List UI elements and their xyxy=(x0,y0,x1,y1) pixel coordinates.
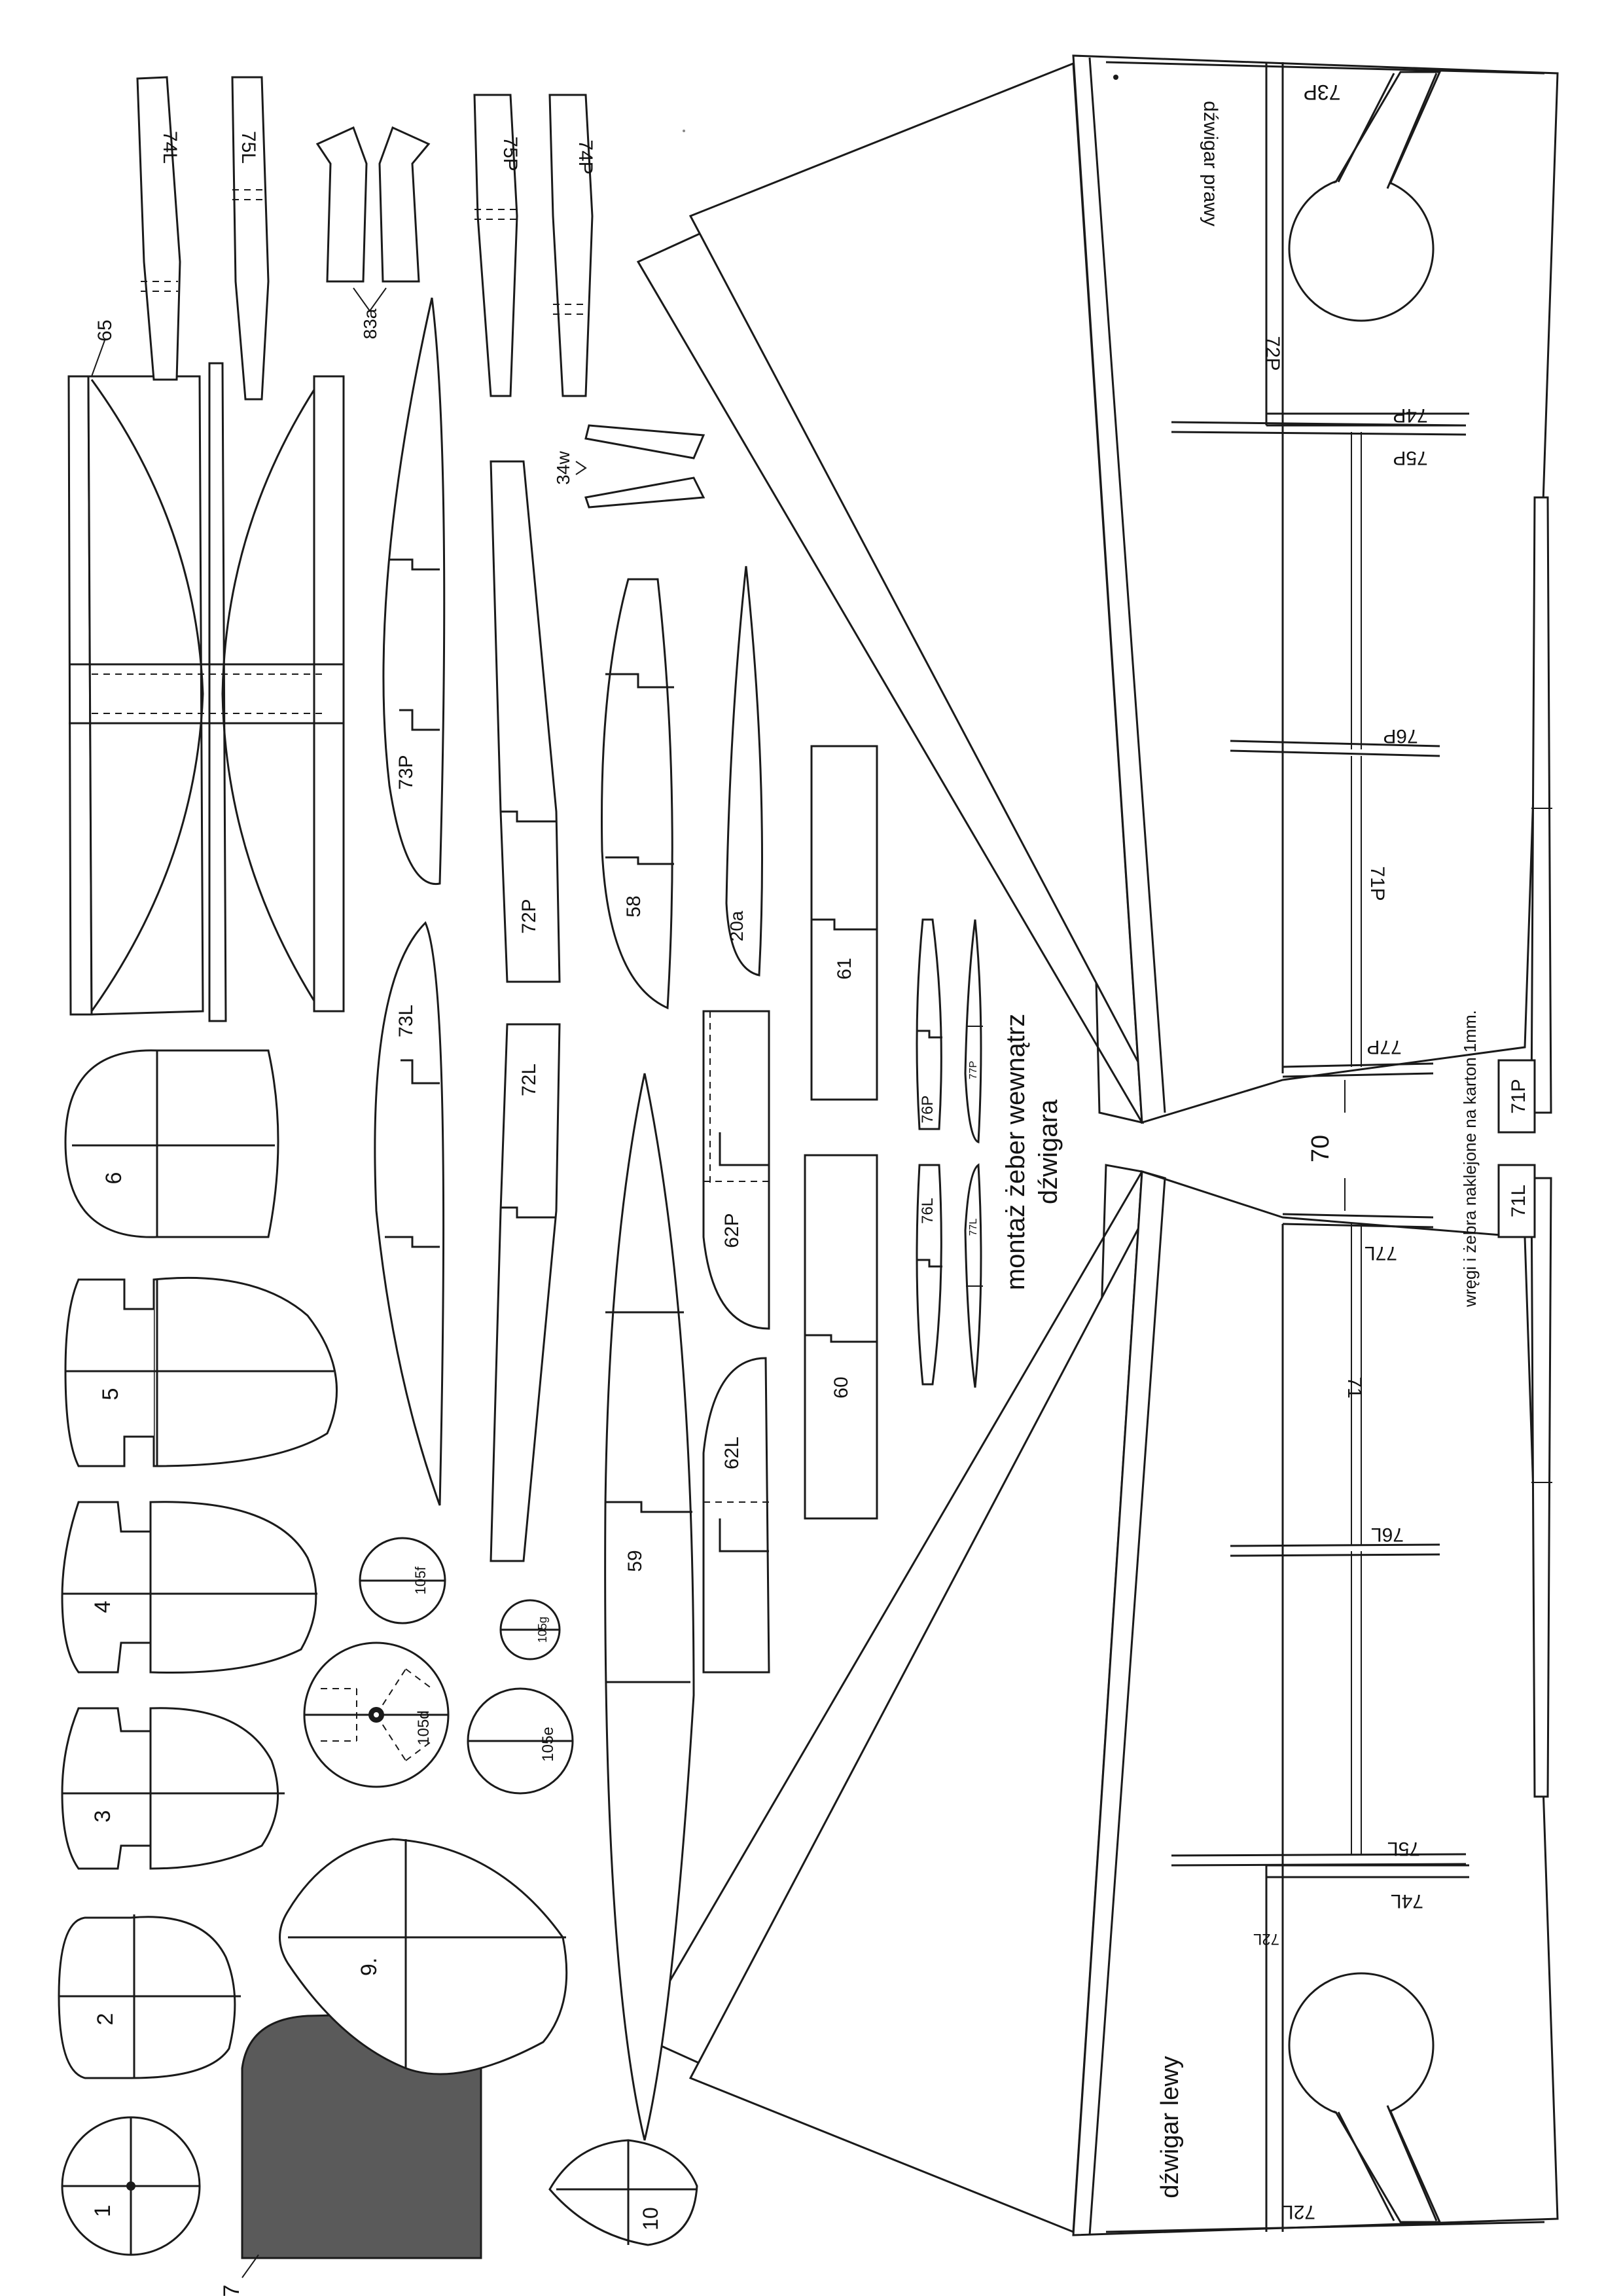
part-75P xyxy=(473,94,518,397)
part-label-71L: 71L xyxy=(1508,1185,1529,1217)
part-label-105d: 105d xyxy=(415,1710,433,1745)
part-59 xyxy=(604,1073,695,2141)
part-label-76P: 76P xyxy=(919,1096,936,1124)
frame-label-10: 10 xyxy=(639,2207,662,2231)
part-73P xyxy=(382,297,446,886)
part-20a xyxy=(725,565,763,977)
rib-label-71P-right: 71P xyxy=(1366,866,1388,901)
part-label-83a: 83a xyxy=(360,308,380,339)
part-73L xyxy=(374,921,445,1506)
frame-6 xyxy=(64,1049,279,1238)
part-label-77P: 77P xyxy=(968,1061,979,1079)
assembly-note-line1: montaż żeber wewnątrz xyxy=(1001,1014,1030,1290)
part-label-72P: 72P xyxy=(518,899,540,933)
disc-105f xyxy=(359,1537,446,1624)
part-61 xyxy=(810,745,878,1101)
frame-label-3: 3 xyxy=(90,1810,115,1823)
frame-1 xyxy=(61,2116,201,2256)
rib-label-76L-left: 76L xyxy=(1371,1524,1404,1545)
part-76P xyxy=(916,918,942,1130)
frame-10 xyxy=(548,2139,698,2246)
part-label-75P: 75P xyxy=(499,136,521,171)
disc-105g xyxy=(499,1599,561,1660)
rib-label-72L-left: 72L xyxy=(1283,2201,1315,2223)
disc-105e xyxy=(467,1687,574,1795)
part-label-105f: 105f xyxy=(412,1566,429,1595)
part-75L xyxy=(231,76,270,401)
rib-label-77L-left: 77L xyxy=(1364,1242,1397,1264)
part-label-71P: 71P xyxy=(1508,1079,1529,1113)
part-label-72L: 72L xyxy=(518,1064,540,1096)
left-spar-label: dźwigar lewy xyxy=(1156,2056,1184,2198)
frame-label-2: 2 xyxy=(93,2013,118,2026)
part-label-60: 60 xyxy=(830,1376,852,1398)
rib-label-75P-right: 75P xyxy=(1393,447,1427,469)
frame-2 xyxy=(58,1914,241,2079)
part-74L xyxy=(136,76,181,381)
disc-105d xyxy=(303,1641,450,1788)
part-label-62P: 62P xyxy=(721,1213,743,1247)
assembly-note-line2: dźwigara xyxy=(1034,1099,1063,1204)
frame-label-6: 6 xyxy=(101,1172,126,1185)
part-62L xyxy=(702,1357,770,1674)
rib-label-73P-right: 73P xyxy=(1304,81,1341,104)
part-label-73P: 73P xyxy=(395,755,417,789)
rib-label-76P-right: 76P xyxy=(1383,725,1418,747)
part-62P xyxy=(702,1010,770,1330)
part-label-105e: 105e xyxy=(539,1727,557,1761)
frame-label-7: 7 xyxy=(219,2285,244,2296)
part-58 xyxy=(601,578,674,1010)
part-76L xyxy=(916,1164,942,1386)
frame-4 xyxy=(61,1501,317,1674)
rib-label-71-left: 71 xyxy=(1344,1376,1365,1398)
part-label-105g: 105g xyxy=(536,1617,549,1643)
part-label-58: 58 xyxy=(623,895,645,917)
part-label-20a: 20a xyxy=(726,910,747,941)
part-label-77L: 77L xyxy=(968,1219,979,1236)
frame-label-4: 4 xyxy=(90,1601,115,1613)
part-34w xyxy=(575,424,705,509)
part-77L xyxy=(964,1163,983,1388)
part-label-75L: 75L xyxy=(238,131,259,164)
part-label-74L: 74L xyxy=(159,131,181,164)
frame-9 xyxy=(279,1838,568,2075)
rib-label-74L-left: 74L xyxy=(1391,1890,1423,1912)
part-label-59: 59 xyxy=(624,1550,646,1571)
part-65 xyxy=(67,340,345,1022)
frame-label-9: 9. xyxy=(357,1958,382,1976)
part-74P xyxy=(548,94,594,397)
left-wing-panel xyxy=(636,1164,1559,2236)
part-label-74P: 74P xyxy=(575,139,596,174)
part-label-76L: 76L xyxy=(919,1198,936,1224)
cardboard-note: wręgi i żebra naklejone na karton 1mm. xyxy=(1460,1010,1480,1308)
part-label-70: 70 xyxy=(1307,1135,1334,1162)
part-60 xyxy=(804,1154,878,1520)
rib-label-72L-left-top: 72L xyxy=(1253,1930,1279,1948)
right-wing-panel xyxy=(636,54,1559,1124)
part-label-65: 65 xyxy=(94,319,116,341)
rib-label-75L-left: 75L xyxy=(1387,1838,1420,1859)
rib-label-77P-right: 77P xyxy=(1366,1036,1401,1058)
part-72P xyxy=(490,460,561,983)
strip-71P xyxy=(1497,496,1552,1134)
frame-label-5: 5 xyxy=(98,1388,123,1401)
part-83a xyxy=(315,126,431,312)
frame-5 xyxy=(64,1276,338,1467)
frame-label-1: 1 xyxy=(90,2205,115,2217)
strip-71L xyxy=(1497,1164,1552,1798)
part-label-73L: 73L xyxy=(395,1005,417,1037)
rib-label-72P-right: 72P xyxy=(1262,336,1283,370)
part-77P xyxy=(964,919,983,1144)
part-label-62L: 62L xyxy=(721,1437,743,1469)
part-label-61: 61 xyxy=(834,958,855,979)
part-72L xyxy=(490,1023,561,1562)
frame-3 xyxy=(61,1707,285,1870)
part-label-34w: 34w xyxy=(553,451,573,485)
right-spar-label: dźwigar prawy xyxy=(1200,101,1221,226)
rib-label-74P-right: 74P xyxy=(1393,404,1427,426)
